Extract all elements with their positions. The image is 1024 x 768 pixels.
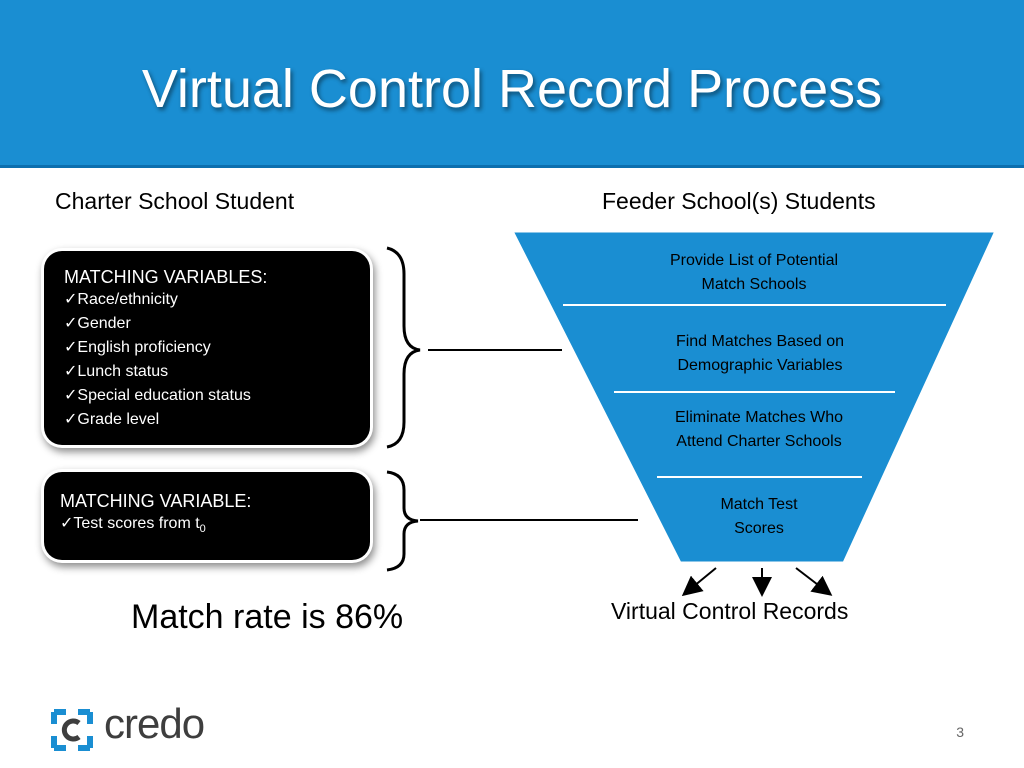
test-score-list: Test scores from t0 [60,512,251,541]
funnel-step-2: Find Matches Based on Demographic Variab… [610,330,910,378]
title-banner: Virtual Control Record Process [0,0,1024,168]
matching-variables-list: Race/ethnicity Gender English proficienc… [64,288,267,432]
virtual-control-records-label: Virtual Control Records [611,598,849,624]
charter-school-label: Charter School Student [55,188,295,214]
funnel-step-3-line2: Attend Charter Schools [676,433,842,450]
credo-c-bracket-logo [51,709,93,751]
funnel-step-4: Match Test Scores [609,493,909,541]
slide-title: Virtual Control Record Process [141,59,883,119]
funnel-step-1-line1: Provide List of Potential [669,252,839,269]
output-arrow-right [795,567,833,596]
funnel-step-2-line1: Find Matches Based on [675,333,845,350]
match-rate-text: Match rate is 86% [131,598,404,636]
matching-variable-item: Race/ethnicity [64,288,267,312]
test-score-item: Test scores from t0 [60,512,251,541]
funnel-step-2-line2: Demographic Variables [677,357,843,374]
test-score-text: Test scores from t [73,515,200,532]
matching-variables-heading: MATCHING VARIABLES: [64,267,268,287]
funnel-step-1: Provide List of Potential Match Schools [604,249,904,297]
credo-logo-text: credo [104,700,205,747]
brace-top [386,246,421,449]
output-arrow-left [681,567,717,597]
matching-variable-item: Special education status [64,384,267,408]
test-score-subscript: 0 [199,523,206,536]
test-score-box: MATCHING VARIABLE: Test scores from t0 [44,472,370,560]
funnel-step-1-line2: Match Schools [701,276,807,293]
funnel-step-4-line1: Match Test [720,496,798,513]
matching-variable-item: Lunch status [64,360,267,384]
funnel-shape [509,229,999,565]
funnel-step-3-line1: Eliminate Matches Who [674,409,844,426]
test-score-heading: MATCHING VARIABLE: [60,491,252,511]
matching-variable-item: Grade level [64,408,267,432]
page-number: 3 [956,724,964,740]
funnel-step-3: Eliminate Matches Who Attend Charter Sch… [609,406,909,454]
funnel-step-4-line2: Scores [734,520,784,537]
matching-variable-item: English proficiency [64,336,267,360]
matching-variables-box: MATCHING VARIABLES: Race/ethnicity Gende… [44,251,370,445]
brace-bottom [386,470,419,572]
matching-variable-item: Gender [64,312,267,336]
feeder-school-label: Feeder School(s) Students [602,188,876,214]
